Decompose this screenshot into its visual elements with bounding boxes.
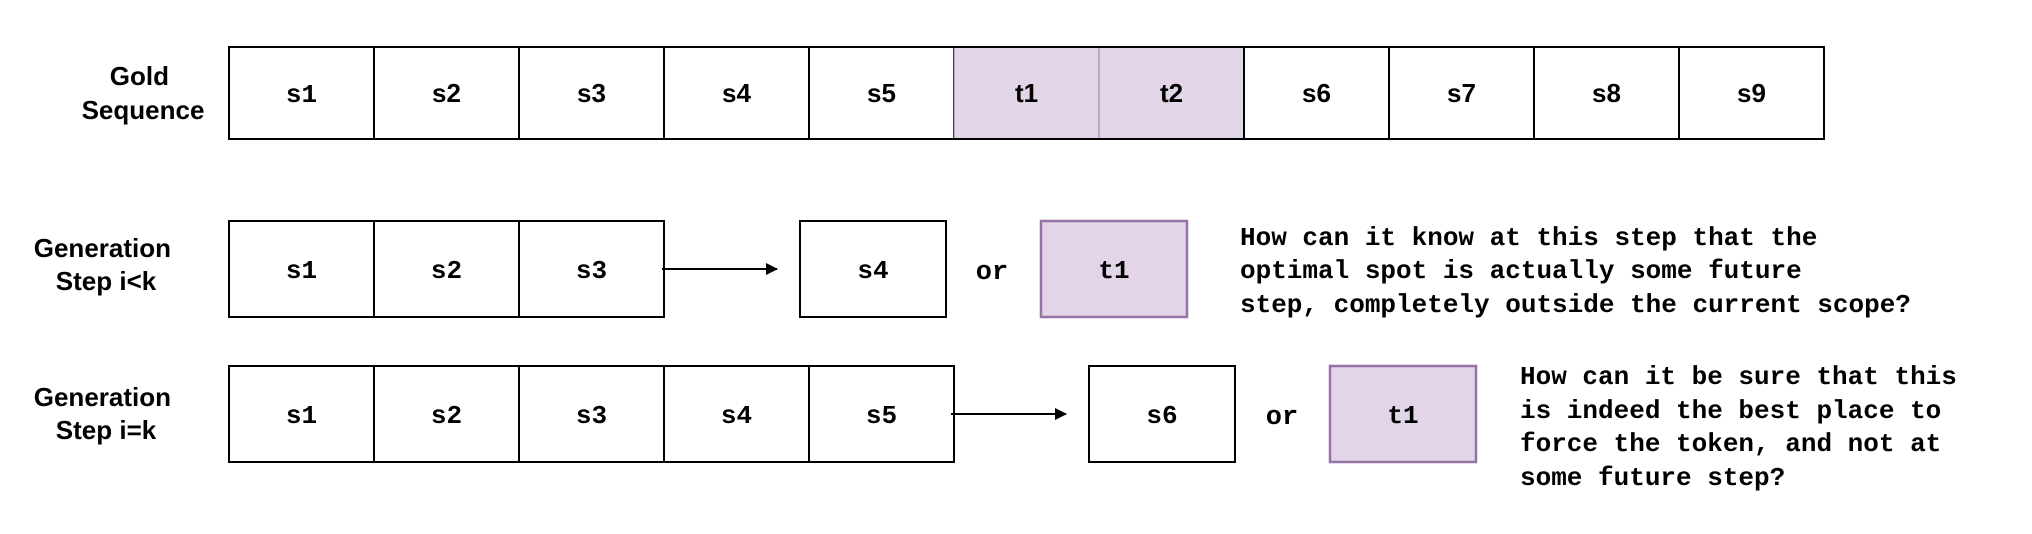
generation-step-lt-note-line-1: How can it know at this step that the (1240, 223, 1817, 253)
gold-sequence-cell-box-s1 (228, 46, 375, 140)
generation-step-eq-cell-box-s4 (663, 365, 810, 463)
generation-step-eq-note-line-4: some future step? (1520, 463, 1785, 493)
gold-sequence-cell-text-t2: t2 (1160, 78, 1183, 108)
generation-step-lt-label-line-1: Generation (34, 233, 171, 263)
gold-sequence-cell-text-s7: s7 (1447, 78, 1476, 108)
generation-step-lt-cell-box-s2 (373, 220, 520, 318)
generation-step-lt-option-b-text: t1 (1098, 256, 1129, 286)
generation-step-eq-option-a-text: s6 (1146, 401, 1177, 431)
generation-step-lt-cell-text-s3: s3 (576, 256, 607, 286)
generation-step-eq-label-line-2: Step i=k (56, 415, 157, 445)
generation-step-eq-cell-text-s4: s4 (721, 401, 752, 431)
gold-sequence-label-line-2: Sequence (82, 95, 205, 125)
gold-sequence-cell-text-s3: s3 (577, 78, 606, 108)
generation-step-eq-option-a-box (1088, 365, 1236, 463)
generation-step-eq-cell-text-s1: s1 (286, 401, 317, 431)
generation-step-eq-cell-box-s2 (373, 365, 520, 463)
generation-step-eq-note-line-2: is indeed the best place to (1520, 396, 1941, 426)
generation-step-eq-or-text: or (1266, 403, 1298, 433)
generation-step-eq-label-line-1: Generation (34, 382, 171, 412)
gold-sequence-row: Gold Sequence s1 s2 s3 s4 s5 t1 t2 s6 s7 s8 s9 (82, 46, 1825, 140)
gold-sequence-cell-box-s8 (1533, 46, 1680, 140)
gold-sequence-cell-box-s2 (373, 46, 520, 140)
gold-sequence-cell-text-s1: s1 (286, 80, 317, 110)
generation-step-lt-cells: s1 s2 s3 (228, 220, 665, 318)
generation-step-eq-cell-text-s3: s3 (576, 401, 607, 431)
generation-step-lt-note-line-3: step, completely outside the current sco… (1240, 290, 1911, 320)
generation-step-lt-label: Generation Step i<k (34, 233, 178, 296)
generation-step-lt-cell-text-s2: s2 (431, 256, 462, 286)
gold-sequence-cell-text-s4: s4 (722, 78, 751, 108)
generation-step-eq-note-line-3: force the token, and not at (1520, 429, 1941, 459)
generation-step-eq-option-b-text: t1 (1387, 401, 1418, 431)
generation-step-eq-cell-text-s2: s2 (431, 401, 462, 431)
generation-step-eq-cells: s1 s2 s3 s4 s5 (228, 365, 955, 463)
generation-step-eq-note: How can it be sure that this is indeed t… (1520, 362, 1972, 493)
generation-step-lt-option-a-text: s4 (857, 256, 888, 286)
generation-step-lt-option-b-box (1039, 219, 1189, 319)
generation-step-eq-option-b-box (1328, 364, 1478, 464)
generation-step-lt-note-line-2: optimal spot is actually some future (1240, 256, 1802, 286)
generation-step-lt-label-line-2: Step i<k (56, 266, 157, 296)
generation-step-eq-note-line-1: How can it be sure that this (1520, 362, 1957, 392)
generation-step-lt-note: How can it know at this step that the op… (1240, 223, 1911, 320)
generation-step-eq-cell-box-s3 (518, 365, 665, 463)
gold-sequence-cell-text-s5: s5 (867, 78, 896, 108)
generation-step-eq-label: Generation Step i=k (34, 382, 178, 445)
generation-step-lt-row: Generation Step i<k s1 s2 s3 s4 or t1 How … (34, 219, 1911, 320)
gold-sequence-cell-box-t1 (953, 46, 1100, 140)
generation-step-eq-cell-text-s5: s5 (866, 401, 897, 431)
gold-sequence-cell-text-s9: s9 (1737, 78, 1766, 108)
gold-sequence-cell-text-t1: t1 (1015, 78, 1038, 108)
gold-sequence-cell-text-s8: s8 (1592, 78, 1621, 108)
gold-sequence-cells: s1 s2 s3 s4 s5 t1 t2 s6 s7 s8 s9 (228, 46, 1825, 140)
generation-step-lt-cell-box-s3 (518, 220, 665, 318)
generation-step-lt-option-a-box (799, 220, 947, 318)
generation-step-lt-cell-box-s1 (228, 220, 375, 318)
gold-sequence-cell-text-s2: s2 (432, 78, 461, 108)
generation-step-lt-or-text: or (976, 258, 1008, 288)
generation-step-eq-cell-box-s5 (808, 365, 955, 463)
gold-sequence-label: Gold Sequence (82, 61, 205, 125)
gold-sequence-cell-text-s6: s6 (1302, 78, 1331, 108)
gold-sequence-cell-box-s6 (1243, 46, 1390, 140)
generation-step-lt-cell-text-s1: s1 (286, 256, 317, 286)
gold-sequence-row-outline (228, 46, 1825, 140)
gold-sequence-label-line-1: Gold (110, 61, 169, 91)
